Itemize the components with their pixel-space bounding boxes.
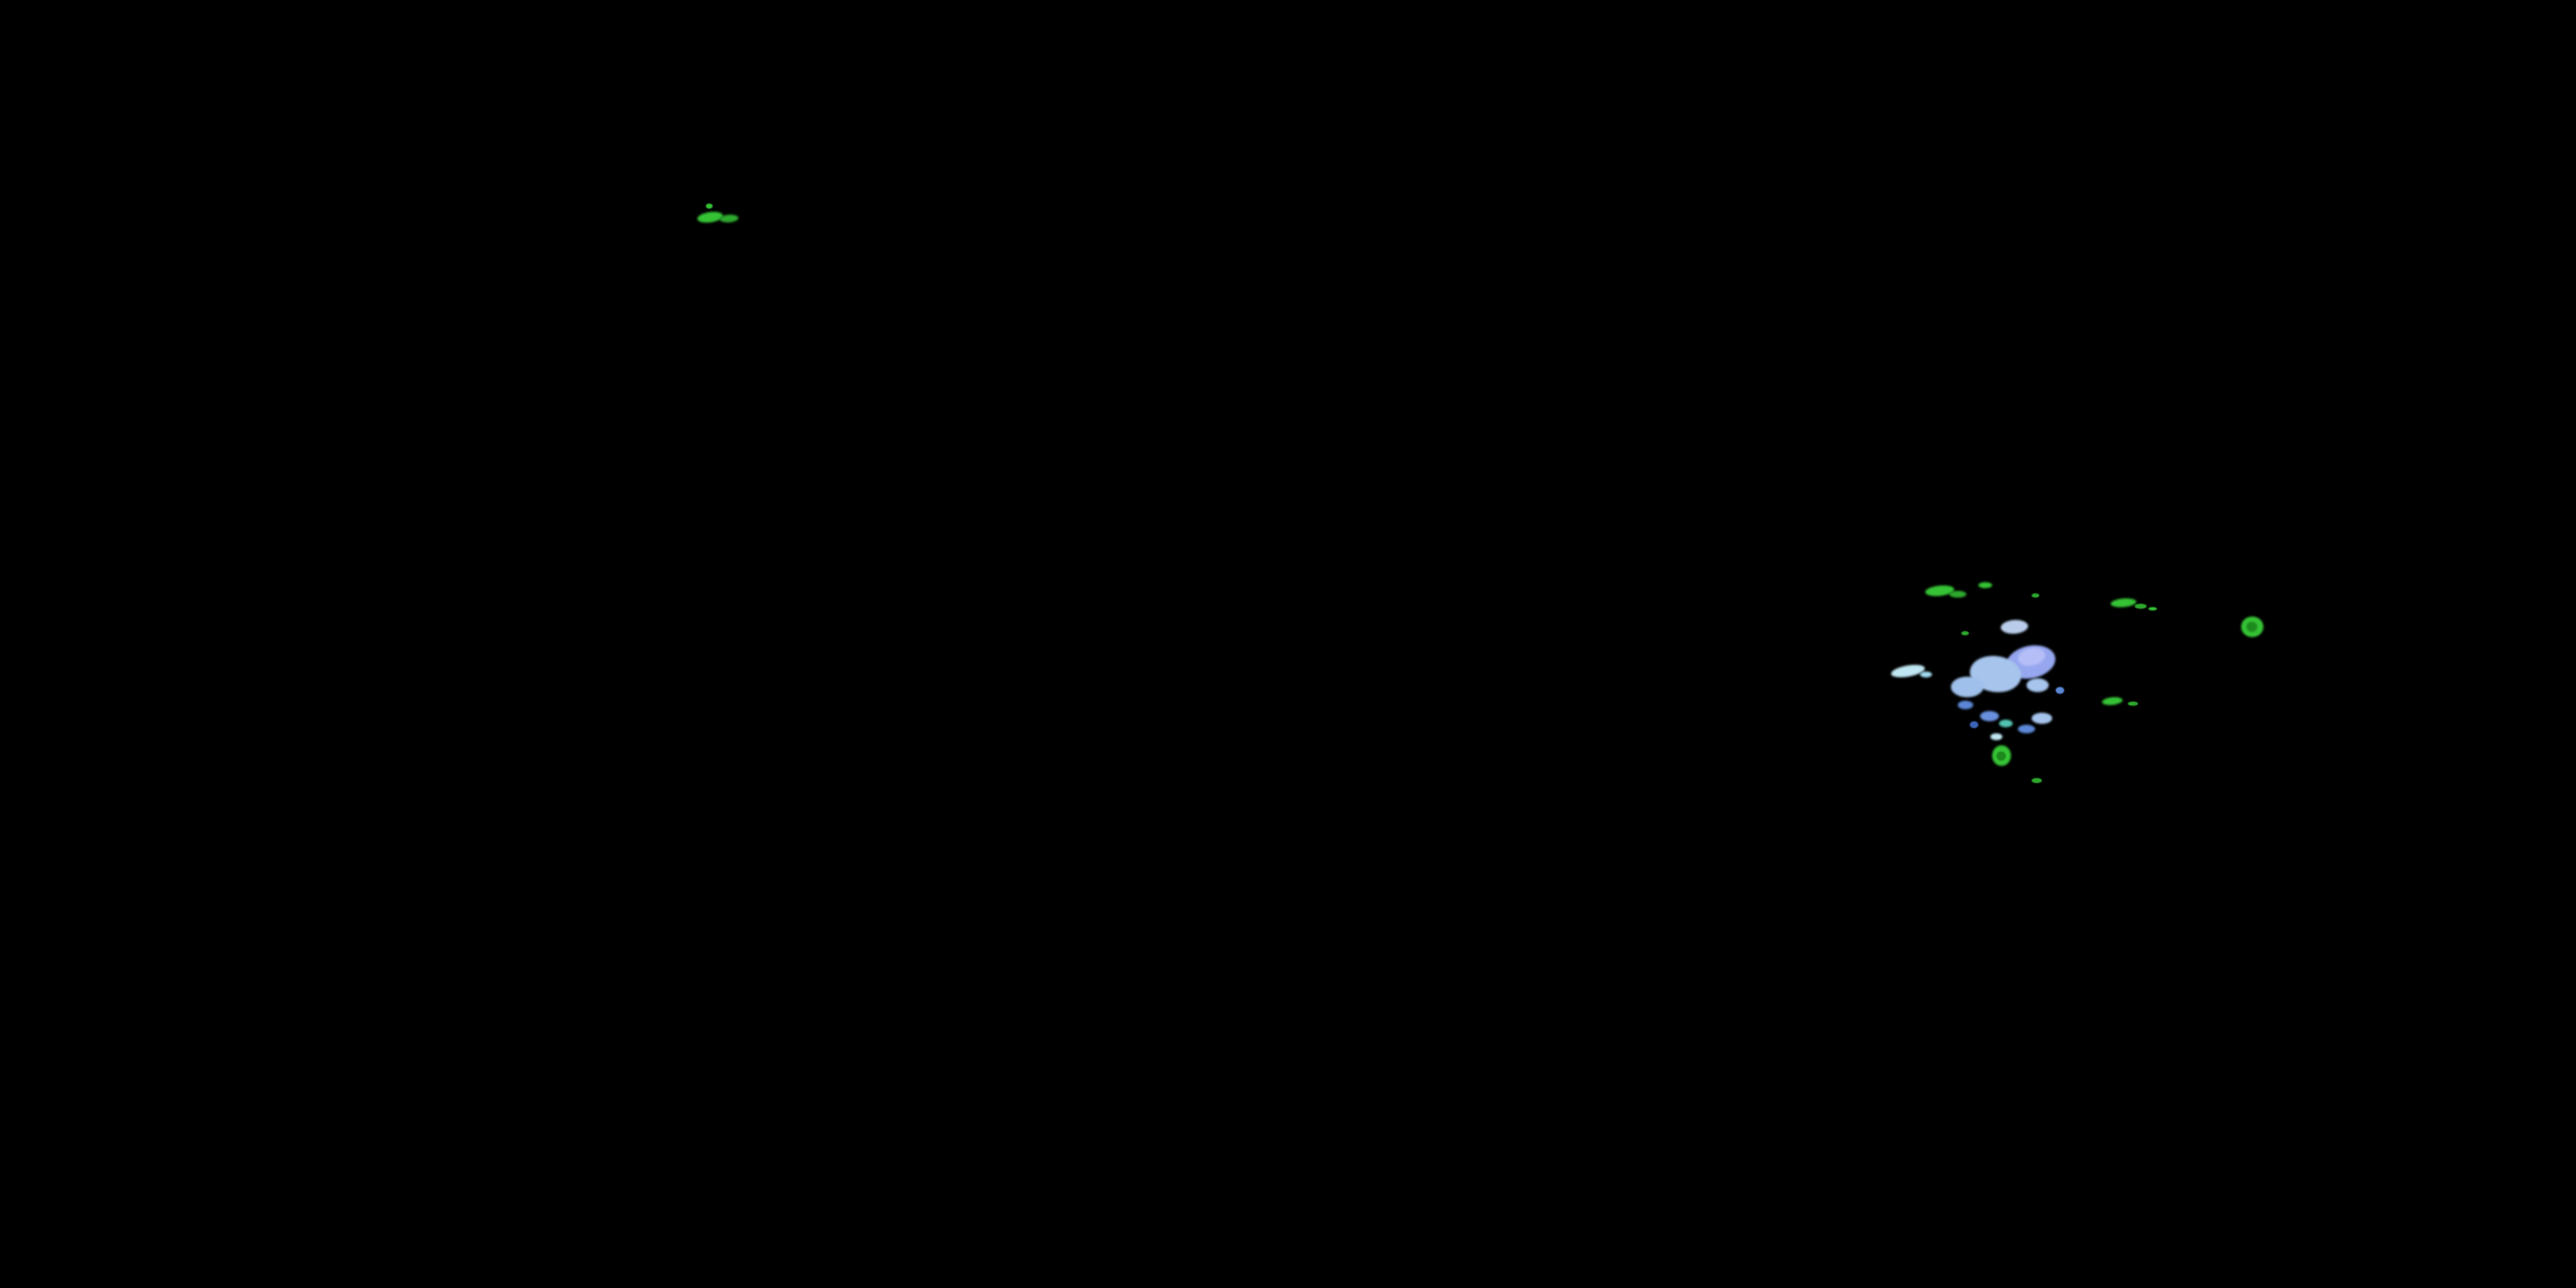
radar-echo-main-blue-speck-2	[1980, 711, 1999, 721]
radar-echo-green-dash-1b	[1949, 591, 1966, 598]
radar-echo-green-blob-bottom-core	[1996, 751, 2006, 761]
radar-echo-green-speck-1	[2032, 593, 2039, 598]
radar-echo-left-speck-dot	[706, 204, 713, 209]
radar-echo-main-teal-speck	[1999, 720, 2013, 727]
radar-echo-green-speck-mid-2	[2128, 702, 2138, 706]
radar-echo-pale-blue-patch	[2000, 618, 2029, 635]
radar-echo-main-blue-speck-1	[1958, 701, 1973, 709]
radar-echo-cyan-streak	[1890, 662, 1926, 680]
radar-echo-cyan-streak-2	[1920, 671, 1932, 677]
radar-echo-green-fleck	[1961, 631, 1969, 635]
radar-echo-green-dash-1c	[1978, 582, 1992, 588]
radar-echo-main-darkblue-dot	[1970, 721, 1978, 728]
radar-echo-main-lightblue-2	[1951, 677, 1984, 697]
radar-echo-green-tiny-bottom	[2032, 778, 2042, 783]
radar-echo-green-speck-mid	[2101, 696, 2123, 707]
radar-echo-main-blue-dot-right	[2056, 687, 2064, 694]
radar-echo-left-speck-dash-2	[719, 214, 739, 223]
radar-echo-main-lightblue-3	[2026, 678, 2049, 692]
radar-echo-main-cyan-small	[1990, 733, 2002, 740]
radar-echo-green-dash-2	[2110, 597, 2137, 609]
radar-echo-green-dash-2c	[2148, 607, 2157, 611]
radar-echo-green-dash-2b	[2135, 604, 2147, 609]
radar-echo-main-lightblue-tail	[2032, 713, 2052, 724]
radar-echo-green-blob-right-core	[2246, 622, 2257, 632]
radar-echo-main-blue-speck-3	[2018, 725, 2035, 733]
